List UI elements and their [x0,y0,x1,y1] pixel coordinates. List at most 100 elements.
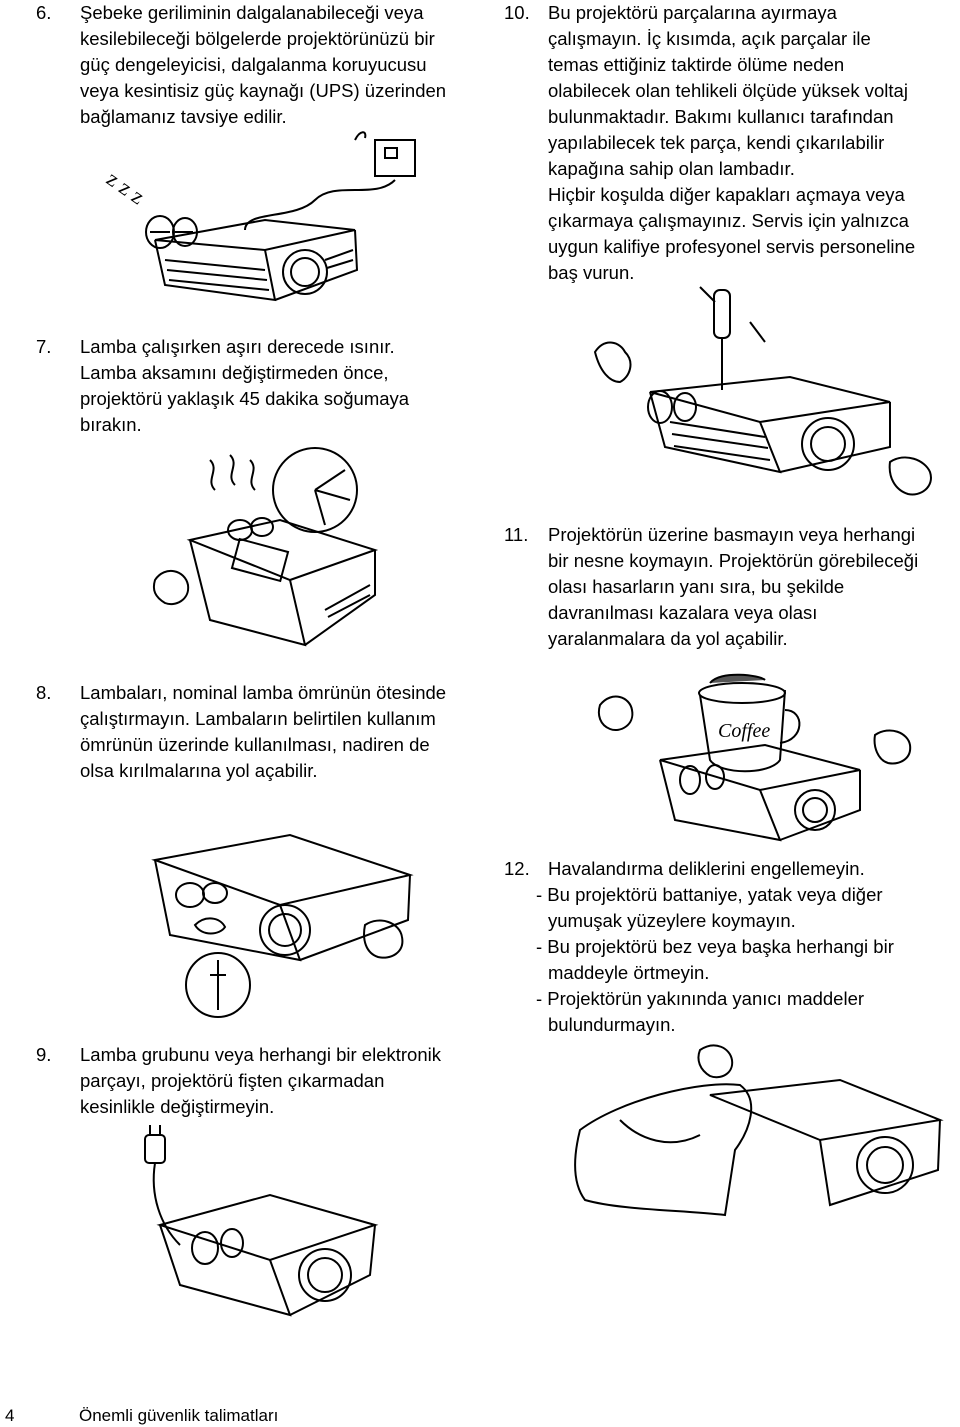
text-line: bir nesne koymayın. Projektörün görebile… [548,550,919,571]
item-text: Havalandırma deliklerini engellemeyin. -… [536,856,906,1038]
text-line: ömrünün üzerinde kullanılması, nadiren d… [80,734,430,755]
subitem-line: - Projektörün yakınında yanıcı maddeler [536,988,865,1009]
subitem-line: yumuşak yüzeylere koymayın. [548,910,796,931]
text-line: uygun kalifiye profesyonel servis person… [548,236,916,257]
coffee-cup-icon: Coffee [698,673,801,773]
text-line: Hiçbir koşulda diğer kapakları açmaya ve… [548,184,905,205]
text-line: bırakın. [80,414,142,435]
text-line: Şebeke geriliminin dalgalanabileceği vey… [80,2,424,23]
text-line: Lamba grubunu veya herhangi bir elektron… [80,1044,441,1065]
text-line: Havalandırma deliklerini engellemeyin. [548,858,865,879]
text-line: kesilebileceği bölgelerde projektörünüzü… [80,28,435,49]
item-text: Projektörün üzerine basmayın veya herhan… [548,522,918,652]
heat-waves-icon [209,454,256,491]
item-text: Lamba çalışırken aşırı derecede ısınır. … [80,334,409,438]
face-eyes-icon [647,390,697,424]
text-line: Bu projektörü parçalarına ayırmaya [548,2,837,23]
hand-right-icon [888,456,932,496]
item-11: 11. Projektörün üzerine basmayın veya he… [504,522,956,652]
projector-icon [186,518,379,647]
item-number: 12. [504,858,530,879]
text-line: kapağına sahip olan lambadır. [548,158,795,179]
illustration-projector-screwdriver [590,282,955,504]
item-text: Lambaları, nominal lamba ömrünün ötesind… [80,680,446,784]
text-line: Lamba aksamını değiştirmeden önce, [80,362,389,383]
item-6: 6. Şebeke geriliminin dalgalanabileceği … [36,0,476,130]
item-number: 11. [504,524,529,545]
text-line: olabilecek olan tehlikeli ölçüde yüksek … [548,80,908,101]
text-line: çalışmayın. İç kısımda, açık parçalar il… [548,28,871,49]
item-number: 7. [36,336,52,357]
text-line: bağlamanız tavsiye edilir. [80,106,287,127]
item-12: 12. Havalandırma deliklerini engellemeyi… [504,856,956,1035]
subitem-line: - Bu projektörü battaniye, yatak veya di… [536,884,883,905]
text-line: yapılabilecek tek parça, kendi çıkarılab… [548,132,885,153]
illustration-projector-covered [560,1040,945,1225]
text-line: Lamba çalışırken aşırı derecede ısınır. [80,336,395,357]
illustration-projector-lamp-life [140,815,415,1035]
page-number: 4 [5,1406,15,1425]
projector-icon [649,375,891,474]
text-line: parçayı, projektörü fişten çıkarmadan [80,1070,385,1091]
hand-right-icon [363,919,404,959]
plug-icon [144,1125,166,1164]
text-line: çalıştırmayın. Lambaların belirtilen kul… [80,708,436,729]
screwdriver-icon [699,286,766,390]
text-line: güç dengeleyicisi, dalgalanma koruyucusu [80,54,427,75]
text-line: olası hasarların yanı sıra, bu şekilde [548,576,845,597]
snore-icon: z z z [102,166,150,210]
item-text: Lamba grubunu veya herhangi bir elektron… [80,1042,441,1120]
text-line: veya kesintisiz güç kaynağı (UPS) üzerin… [80,80,447,101]
projector-icon [154,218,359,302]
item-text: Bu projektörü parçalarına ayırmaya çalış… [548,0,915,286]
text-line: bulunmaktadır. Bakımı kullanıcı tarafınd… [548,106,894,127]
item-10: 10. Bu projektörü parçalarına ayırmaya ç… [504,0,956,286]
text-line: Lambaları, nominal lamba ömrünün ötesind… [80,682,447,703]
illustration-projector-unplug [120,1125,380,1320]
power-cord-icon [244,179,396,231]
projector-icon [659,743,861,842]
item-number: 10. [504,2,530,23]
svg-text:z z z: z z z [102,166,150,210]
subitem-line: maddeyle örtmeyin. [548,962,710,983]
text-line: yaralanmalara da yol açabilir. [548,628,788,649]
hand-left-icon [593,341,632,384]
face-eyes-icon [679,764,725,795]
hand-right-icon [873,729,912,765]
subitem-line: - Bu projektörü bez veya başka herhangi … [536,936,894,957]
item-number: 8. [36,682,52,703]
item-8: 8. Lambaları, nominal lamba ömrünün ötes… [36,680,476,784]
footer-title: Önemli güvenlik talimatları [79,1406,279,1425]
illustration-projector-hot-lamp [150,445,390,670]
item-9: 9. Lamba grubunu veya herhangi bir elekt… [36,1042,476,1120]
text-line: davranılması kazalara veya olası [548,602,818,623]
projector-icon [709,1078,944,1207]
face-eyes-icon [191,1228,244,1265]
item-number: 6. [36,2,52,23]
face-eyes-icon [145,215,198,249]
face-eyes-icon [175,882,228,935]
projector-icon [151,833,414,962]
illustration-projector-coffee: Coffee [590,665,940,850]
hand-left-icon [152,570,190,605]
item-text: Şebeke geriliminin dalgalanabileceği vey… [80,0,446,130]
blanket-icon [574,1083,753,1217]
text-line: kesinlikle değiştirmeyin. [80,1096,275,1117]
text-line: baş vurun. [548,262,635,283]
text-line: temas ettiğiniz taktirde ölüme neden [548,54,845,75]
text-line: olsa kırılmalarına yol açabilir. [80,760,318,781]
text-line: projektörü yaklaşık 45 dakika soğumaya [80,388,410,409]
power-cord-icon [152,1162,181,1246]
projector-icon [156,1193,379,1317]
item-number: 9. [36,1044,52,1065]
lamp-bulb-icon [185,952,251,1018]
illustration-projector-ups: z z z [95,120,435,320]
text-line: Projektörün üzerine basmayın veya herhan… [548,524,916,545]
text-line: çıkarmaya çalışmayınız. Servis için yaln… [548,210,909,231]
subitem-line: bulundurmayın. [548,1014,676,1035]
ups-adapter-icon [354,131,416,177]
hand-left-icon [697,1044,734,1079]
hand-left-icon [597,695,634,731]
face-eyes-icon [227,517,274,541]
item-7: 7. Lamba çalışırken aşırı derecede ısını… [36,334,476,438]
